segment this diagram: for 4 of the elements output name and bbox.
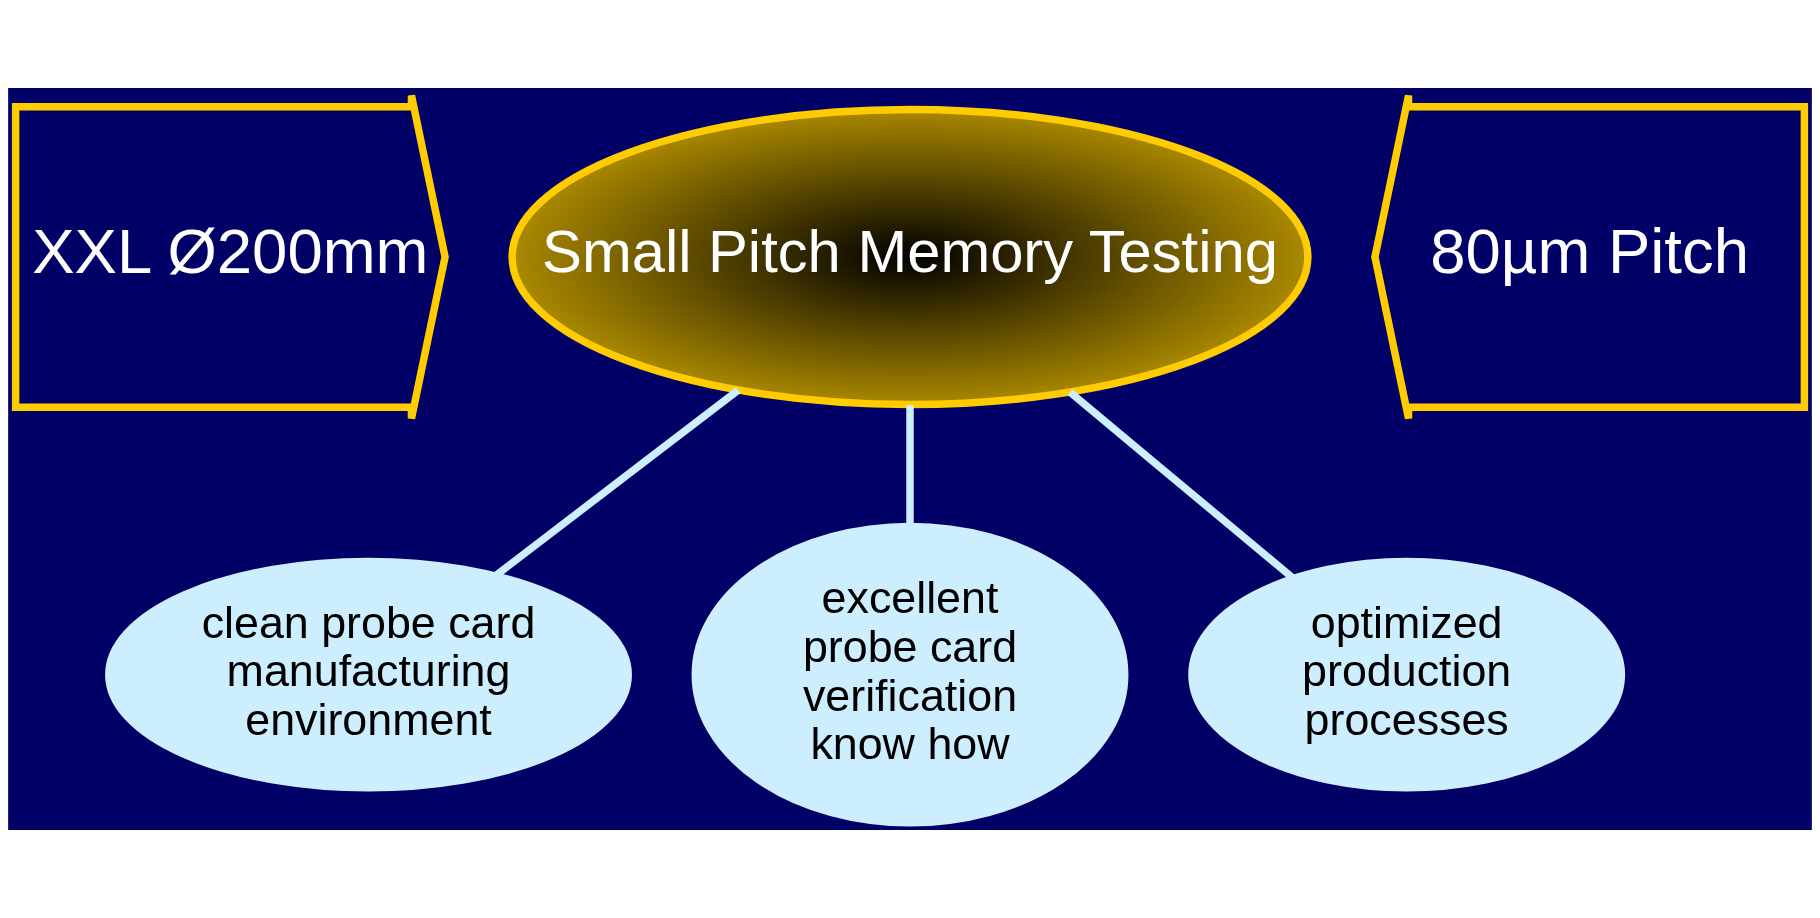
- node-ellipse: clean probe card manufacturing environment: [105, 557, 632, 792]
- node-ellipse: optimized production processes: [1188, 557, 1626, 792]
- node-ellipse: excellent probe card verification know how: [691, 522, 1129, 827]
- node-ellipse: Small Pitch Memory Testing: [508, 105, 1312, 409]
